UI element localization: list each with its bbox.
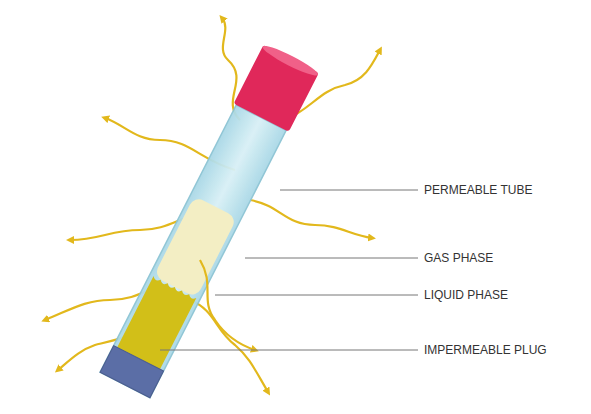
tube	[97, 42, 320, 399]
part-label: LIQUID PHASE	[424, 288, 508, 302]
part-label: GAS PHASE	[424, 251, 493, 265]
leader-lines	[160, 190, 418, 350]
gas-phase	[154, 196, 238, 298]
impermeable-plug	[100, 346, 164, 398]
emission-arrows-front	[200, 260, 255, 350]
part-label: PERMEABLE TUBE	[424, 183, 532, 197]
part-label: IMPERMEABLE PLUG	[424, 343, 547, 357]
